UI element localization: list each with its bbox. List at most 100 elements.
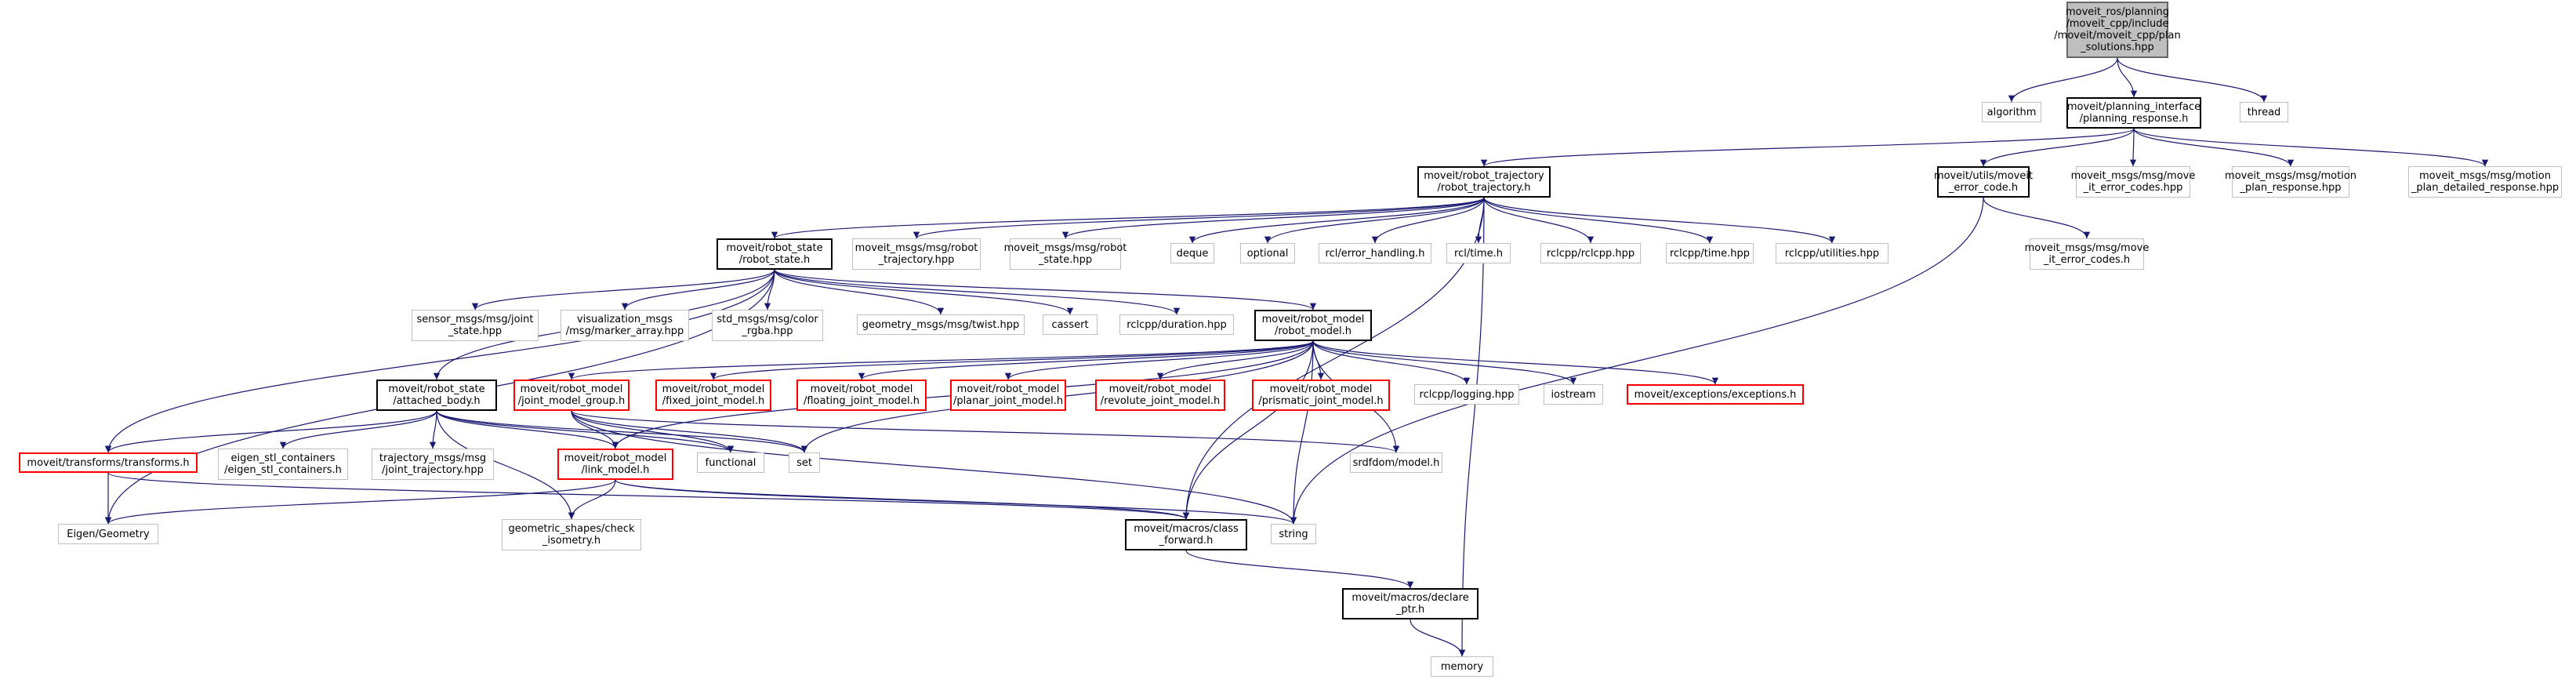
node-prismatic-joint[interactable]: moveit/robot_model/prismatic_joint_model…	[1252, 380, 1390, 411]
node-motion-plan-detailed[interactable]: moveit_msgs/msg/motion_plan_detailed_res…	[2408, 166, 2562, 198]
node-label-line: /msg/marker_array.hpp	[565, 325, 684, 337]
edge-robot_model-to-fixed_joint	[710, 340, 1314, 380]
node-cassert[interactable]: cassert	[1043, 314, 1098, 335]
edge-root-to-algorithm	[2008, 57, 2118, 103]
node-link-model[interactable]: moveit/robot_model/link_model.h	[557, 449, 673, 480]
node-iostream[interactable]: iostream	[1544, 384, 1603, 405]
node-label-line: _forward.h	[1159, 535, 1214, 547]
node-eigen-geometry[interactable]: Eigen/Geometry	[58, 524, 158, 544]
node-revolute-joint[interactable]: moveit/robot_model/revolute_joint_model.…	[1095, 380, 1225, 411]
node-label-line: moveit/robot_trajectory	[1424, 170, 1544, 182]
edge-link_model-to-check_isometry	[568, 479, 616, 520]
node-memory[interactable]: memory	[1431, 656, 1493, 677]
node-label-line: _isometry.h	[542, 535, 601, 547]
node-exceptions[interactable]: moveit/exceptions/exceptions.h	[1627, 384, 1804, 405]
node-label-line: moveit/robot_model	[1261, 314, 1365, 325]
node-label-line: _state.hpp	[1038, 254, 1093, 266]
node-label-line: moveit/robot_model	[810, 383, 913, 395]
node-label-line: std_msgs/msg/color	[717, 314, 818, 325]
node-marker-array[interactable]: visualization_msgs/msg/marker_array.hpp	[561, 310, 689, 341]
node-string[interactable]: string	[1271, 524, 1316, 544]
edge-attached_body-to-set	[436, 410, 808, 453]
node-thread[interactable]: thread	[2240, 102, 2288, 122]
node-label-line: moveit/transforms/transforms.h	[27, 456, 190, 469]
node-msg-robot-trajectory[interactable]: moveit_msgs/msg/robot_trajectory.hpp	[852, 238, 981, 270]
edge-joint_model_group-to-srdfdom	[571, 410, 1399, 453]
edge-robot_model-to-planar_joint	[1004, 340, 1314, 380]
node-root[interactable]: moveit_ros/planning/moveit_cpp/include/m…	[2054, 2, 2181, 58]
node-label-line: moveit/exceptions/exceptions.h	[1634, 388, 1797, 401]
edge-robot_model-to-logging	[1312, 340, 1471, 385]
node-algorithm[interactable]: algorithm	[1982, 102, 2041, 122]
edge-robot_trajectory-to-msg_robot_state	[1061, 197, 1485, 239]
edge-link_model-to-class_forward	[615, 479, 1189, 520]
node-label-line: moveit/robot_model	[956, 383, 1060, 395]
node-label-line: cassert	[1051, 318, 1089, 331]
node-rclcpp-utilities[interactable]: rclcpp/utilities.hpp	[1776, 243, 1888, 263]
node-label-line: /fixed_joint_model.h	[662, 395, 765, 407]
node-label-line: moveit_msgs/msg/robot	[1003, 242, 1127, 254]
node-logging[interactable]: rclcpp/logging.hpp	[1414, 384, 1519, 405]
node-attached-body[interactable]: moveit/robot_state/attached_body.h	[376, 380, 497, 411]
node-color-rgba[interactable]: std_msgs/msg/color_rgba.hpp	[712, 310, 823, 341]
node-transforms[interactable]: moveit/transforms/transforms.h	[19, 452, 198, 473]
edge-planning_response-to-motion_plan_response	[2133, 128, 2295, 167]
node-label-line: /joint_trajectory.hpp	[382, 464, 484, 476]
node-class-forward[interactable]: moveit/macros/class_forward.h	[1125, 519, 1247, 550]
node-label-line: /planning_response.h	[2079, 113, 2189, 125]
node-label-line: algorithm	[1986, 106, 2037, 118]
node-optional[interactable]: optional	[1240, 243, 1295, 263]
node-label-line: _rgba.hpp	[742, 325, 793, 337]
node-move-it-error-codes-h[interactable]: moveit_msgs/msg/move_it_error_codes.h	[2025, 238, 2149, 270]
node-moveit-error-code[interactable]: moveit/utils/moveit_error_code.h	[1933, 166, 2034, 198]
node-planar-joint[interactable]: moveit/robot_model/planar_joint_model.h	[950, 380, 1066, 411]
edge-attached_body-to-joint_trajectory	[429, 410, 437, 449]
node-label-line: /revolute_joint_model.h	[1100, 395, 1221, 407]
edge-attached_body-to-link_model	[436, 410, 619, 449]
node-twist[interactable]: geometry_msgs/msg/twist.hpp	[857, 314, 1025, 335]
node-label-line: _plan_response.hpp	[2240, 182, 2342, 194]
node-label-line: moveit/macros/declare	[1351, 592, 1469, 604]
node-check-isometry[interactable]: geometric_shapes/check_isometry.h	[502, 519, 641, 550]
node-robot-state[interactable]: moveit/robot_state/robot_state.h	[717, 238, 833, 270]
node-error-handling[interactable]: rcl/error_handling.h	[1319, 243, 1431, 263]
node-label-line: _it_error_codes.h	[2043, 254, 2131, 266]
node-label-line: _ptr.h	[1395, 604, 1425, 616]
node-label-line: optional	[1246, 247, 1289, 260]
edge-robot_trajectory-to-error_handling	[1371, 197, 1485, 244]
edge-robot_model-to-string	[1290, 340, 1314, 525]
node-robot-model[interactable]: moveit/robot_model/robot_model.h	[1254, 310, 1372, 341]
edge-robot_trajectory-to-rclcpp_utilities	[1483, 197, 1836, 244]
node-label-line: moveit/utils/moveit	[1933, 170, 2034, 182]
node-msg-robot-state[interactable]: moveit_msgs/msg/robot_state.hpp	[1004, 238, 1127, 270]
node-eigen-stl[interactable]: eigen_stl_containers/eigen_stl_container…	[218, 449, 348, 480]
node-deque[interactable]: deque	[1170, 243, 1214, 263]
node-joint-state[interactable]: sensor_msgs/msg/joint_state.hpp	[412, 310, 539, 341]
edge-robot_state-to-cassert	[774, 269, 1074, 315]
node-motion-plan-response[interactable]: moveit_msgs/msg/motion_plan_response.hpp	[2225, 166, 2356, 198]
edge-robot_state-to-duration	[774, 269, 1181, 315]
node-duration[interactable]: rclcpp/duration.hpp	[1119, 314, 1234, 335]
node-label-line: memory	[1440, 660, 1484, 673]
node-label-line: moveit/macros/class	[1134, 523, 1239, 535]
edge-robot_state-to-marker_array	[621, 269, 775, 311]
node-functional[interactable]: functional	[697, 452, 764, 473]
node-move-it-error-codes-hpp[interactable]: moveit_msgs/msg/move_it_error_codes.hpp	[2071, 166, 2195, 198]
node-fixed-joint[interactable]: moveit/robot_model/fixed_joint_model.h	[655, 380, 771, 411]
node-set[interactable]: set	[789, 452, 820, 473]
node-robot-trajectory[interactable]: moveit/robot_trajectory/robot_trajectory…	[1417, 166, 1551, 198]
node-label-line: /attached_body.h	[393, 395, 481, 407]
node-label-line: moveit/robot_model	[520, 383, 623, 395]
node-joint-model-group[interactable]: moveit/robot_model/joint_model_group.h	[513, 380, 629, 411]
node-rclcpp-time[interactable]: rclcpp/time.hpp	[1666, 243, 1754, 263]
node-rclcpp[interactable]: rclcpp/rclcpp.hpp	[1540, 243, 1641, 263]
edge-declare_ptr-to-memory	[1410, 619, 1466, 657]
node-rcl-time[interactable]: rcl/time.h	[1446, 243, 1511, 263]
node-declare-ptr[interactable]: moveit/macros/declare_ptr.h	[1342, 588, 1478, 619]
node-srdfdom[interactable]: srdfdom/model.h	[1350, 452, 1442, 473]
node-planning-response[interactable]: moveit/planning_interface/planning_respo…	[2066, 97, 2201, 129]
node-floating-joint[interactable]: moveit/robot_model/floating_joint_model.…	[796, 380, 927, 411]
node-joint-trajectory[interactable]: trajectory_msgs/msg/joint_trajectory.hpp	[372, 449, 494, 480]
node-label-line: moveit/robot_state	[388, 383, 485, 395]
